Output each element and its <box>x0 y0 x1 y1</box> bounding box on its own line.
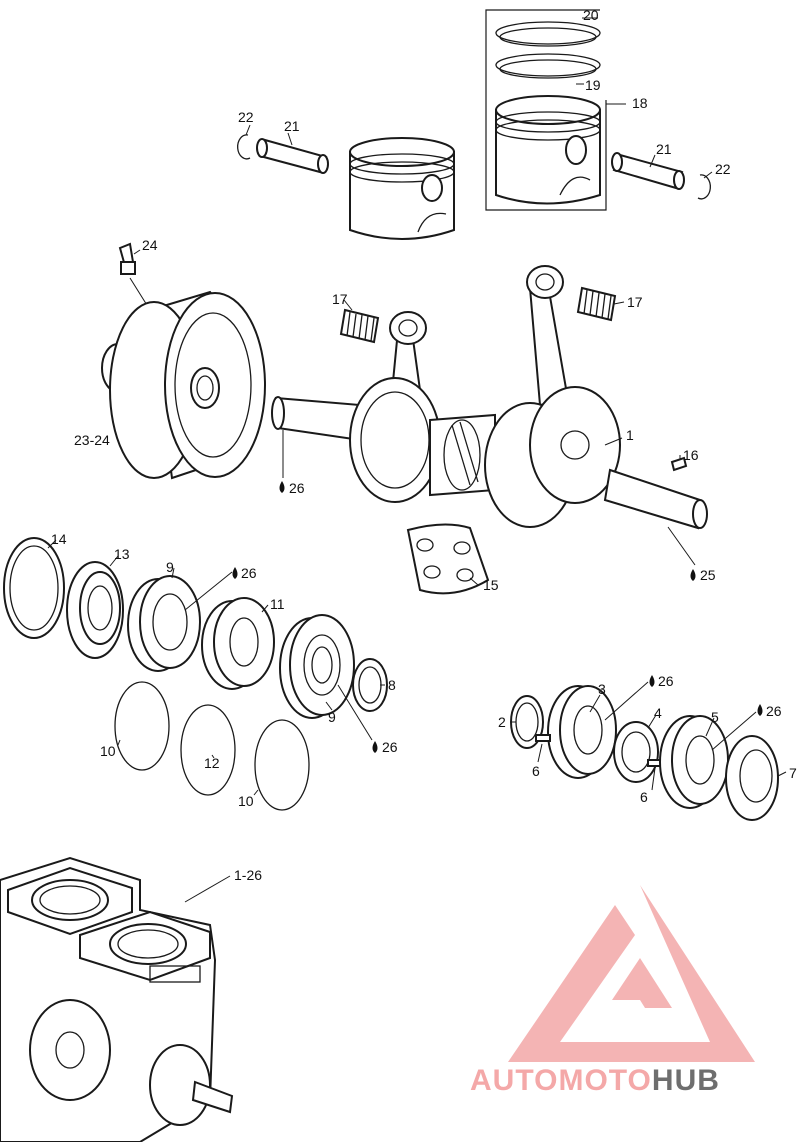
flywheel-23-24 <box>101 290 266 480</box>
callout-10-left: 10 <box>100 743 116 759</box>
callout-9-left: 9 <box>166 559 174 575</box>
callout-17-left: 17 <box>332 291 348 307</box>
callout-6-right: 6 <box>640 789 648 805</box>
bearing-3 <box>547 685 617 779</box>
callout-22-left: 22 <box>238 109 254 125</box>
callout-26-e: 26 <box>766 703 782 719</box>
spacer-15 <box>406 523 490 595</box>
oil-drop-icon <box>757 704 763 716</box>
callout-15: 15 <box>483 577 499 593</box>
gasket-14 <box>3 537 65 639</box>
callout-4: 4 <box>654 705 662 721</box>
callout-11: 11 <box>270 596 285 612</box>
o-ring-12 <box>180 704 236 796</box>
callout-2: 2 <box>498 714 506 730</box>
callout-9-right: 9 <box>328 709 336 725</box>
o-ring-10-left <box>114 681 170 771</box>
callout-20: 20 <box>583 7 599 23</box>
piston-pin-21-right <box>611 152 685 190</box>
callout-21-right: 21 <box>656 141 672 157</box>
oil-seal-7 <box>725 735 779 821</box>
callout-12: 12 <box>204 755 220 771</box>
grease-fitting-24 <box>118 242 151 311</box>
callout-8: 8 <box>388 677 396 693</box>
engine-assembly-1-26 <box>0 856 234 1142</box>
watermark-brand: AUTOMOTOHUB <box>470 1064 720 1097</box>
callout-24: 24 <box>142 237 158 253</box>
callout-14: 14 <box>51 531 67 547</box>
callout-3: 3 <box>598 681 606 697</box>
callout-26-d: 26 <box>658 673 674 689</box>
o-ring-10-right <box>254 719 310 811</box>
callout-19: 19 <box>585 77 601 93</box>
bearing-5 <box>659 715 729 809</box>
callout-5: 5 <box>711 709 719 725</box>
callout-13: 13 <box>114 546 130 562</box>
piston-left <box>349 137 455 240</box>
oil-seal-13 <box>66 561 124 659</box>
watermark-logo: AUTOMOTOHUB <box>470 885 755 1097</box>
piston-kit-box <box>485 9 626 211</box>
callout-21-left: 21 <box>284 118 300 134</box>
needle-bearing-17-left <box>339 308 380 344</box>
callout-labels: 20 19 18 22 21 21 22 24 23-24 17 17 1 16… <box>51 7 797 883</box>
callout-18: 18 <box>632 95 648 111</box>
oil-drop-icon <box>232 567 238 579</box>
callout-22-right: 22 <box>715 161 731 177</box>
crankshaft-1 <box>271 265 708 530</box>
oil-drop-icon <box>690 569 696 581</box>
callout-1: 1 <box>626 427 634 443</box>
oil-drop-icon <box>279 481 285 493</box>
piston-ring-19 <box>495 53 601 85</box>
oil-drop-icons <box>232 481 763 753</box>
piston-pin-21-left <box>256 138 329 174</box>
leader-lines <box>47 124 787 796</box>
watermark-logo-icon <box>508 885 755 1062</box>
oil-drop-icon <box>649 675 655 687</box>
bearing-11 <box>201 597 275 690</box>
pin-6-left <box>535 734 551 742</box>
spacer-4 <box>613 721 659 783</box>
callout-10-right: 10 <box>238 793 254 809</box>
callout-26-a: 26 <box>289 480 305 496</box>
ball-bearing-9-right <box>279 614 355 719</box>
oil-drop-icon <box>372 741 378 753</box>
piston-ring-20 <box>495 17 601 47</box>
circlip-22-right <box>697 174 711 200</box>
callout-26-b: 26 <box>241 565 257 581</box>
piston-right <box>495 95 601 205</box>
callout-6-left: 6 <box>532 763 540 779</box>
washer-8 <box>352 658 388 712</box>
callout-25: 25 <box>700 567 716 583</box>
callout-16: 16 <box>683 447 699 463</box>
callout-1-26: 1-26 <box>234 867 262 883</box>
callout-7: 7 <box>789 765 797 781</box>
callout-17-right: 17 <box>627 294 643 310</box>
circlip-22-left <box>237 134 251 160</box>
needle-bearing-17-right <box>576 286 617 322</box>
callout-23-24: 23-24 <box>74 432 110 448</box>
callout-26-c: 26 <box>382 739 398 755</box>
ball-bearing-9-left <box>127 575 201 672</box>
